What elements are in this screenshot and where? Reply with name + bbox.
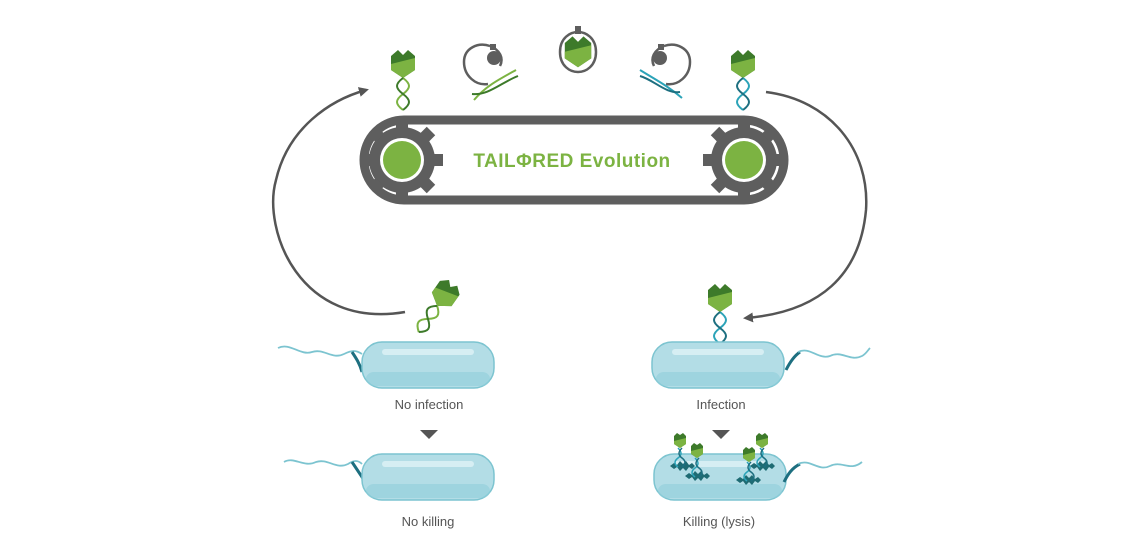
right-gear-icon [703,119,785,201]
phage-scaffold-teal-dna-icon [639,43,692,99]
left-gear-icon [361,119,443,201]
killing-lysis-label: Killing (lysis) [683,514,755,529]
diagram-title: TAILΦRED Evolution [473,151,670,172]
bacterium-no-killing [283,453,495,501]
no-infection-label: No infection [395,397,464,412]
non-binding-phage-icon [412,276,464,337]
bacterium-infection [651,341,871,389]
conveyor-belt: TAILΦRED Evolution [359,115,789,205]
no-killing-label: No killing [402,514,455,529]
empty-capsule-icon [558,26,598,74]
green-phage-icon [391,50,415,111]
binding-phage-icon [708,284,732,345]
bacterium-lysis [653,432,863,501]
down-arrow-icon-right [712,430,730,439]
right-cycle-arrow [743,90,868,323]
teal-phage-icon [731,50,755,111]
down-arrow-icon-left [420,430,438,439]
infection-label: Infection [696,397,745,412]
bacterium-no-infection [277,341,495,389]
left-cycle-arrow [271,87,406,316]
phage-scaffold-green-dna-icon [462,43,519,101]
